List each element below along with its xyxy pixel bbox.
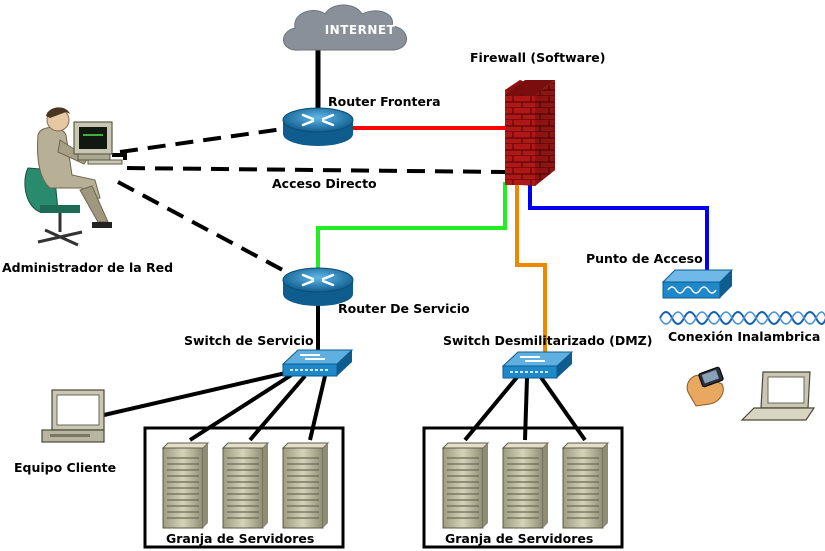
switch-servicio-label: Switch de Servicio — [184, 333, 314, 348]
switch-servicio-icon — [281, 349, 354, 377]
link-dmz-server-2b — [523, 377, 529, 441]
link-dmz-server-2a — [463, 374, 520, 442]
cloud-icon: INTERNET — [283, 4, 407, 51]
server-icon — [221, 442, 270, 529]
dashed-admin-router — [119, 126, 291, 154]
dashed-admin-firewall — [112, 153, 506, 174]
router-frontera-label: Router Frontera — [328, 94, 441, 109]
firewall-label: Firewall (Software) — [470, 50, 605, 65]
server-icon — [501, 442, 550, 529]
server-icon — [441, 442, 490, 529]
server-icon — [561, 442, 610, 529]
admin-label: Administrador de la Red — [2, 260, 173, 275]
access-point-icon — [661, 269, 734, 299]
link-switch-client — [103, 370, 291, 417]
switch-dmz-label: Switch Desmilitarizado (DMZ) — [443, 333, 652, 348]
router-servicio-label: Router De Servicio — [338, 301, 470, 316]
link-dmz-server-2c — [538, 374, 587, 442]
granja-1-label: Granja de Servidores — [166, 531, 314, 546]
server-farm-2: Granja de Servidores — [422, 426, 624, 549]
link-firewall-access-point — [528, 182, 709, 270]
dashed-admin-router-servicio — [117, 180, 293, 277]
granja-2-label: Granja de Servidores — [445, 531, 593, 546]
internet-label: INTERNET — [325, 23, 396, 37]
server-icon — [281, 442, 330, 529]
equipo-cliente-label: Equipo Cliente — [14, 460, 116, 475]
switch-dmz-icon — [501, 351, 574, 379]
laptop-icon — [740, 371, 816, 421]
link-firewall-router-servicio — [316, 182, 507, 268]
link-firewall-switch-dmz — [515, 182, 547, 355]
server-icon — [161, 442, 210, 529]
server-farm-1: Granja de Servidores — [143, 426, 345, 549]
administrator-icon — [24, 107, 123, 247]
acceso-directo-label: Acceso Directo — [272, 176, 377, 191]
conexion-inalambrica-label: Conexión Inalambrica — [668, 329, 820, 344]
client-computer-icon — [41, 389, 105, 443]
pda-icon — [686, 366, 724, 407]
router-servicio-icon — [282, 267, 354, 306]
punto-acceso-label: Punto de Acceso — [586, 251, 703, 266]
wireless-waves-icon — [659, 311, 825, 325]
firewall-icon — [505, 80, 555, 186]
link-switch-server-1c — [308, 375, 327, 441]
router-icon — [282, 107, 354, 146]
